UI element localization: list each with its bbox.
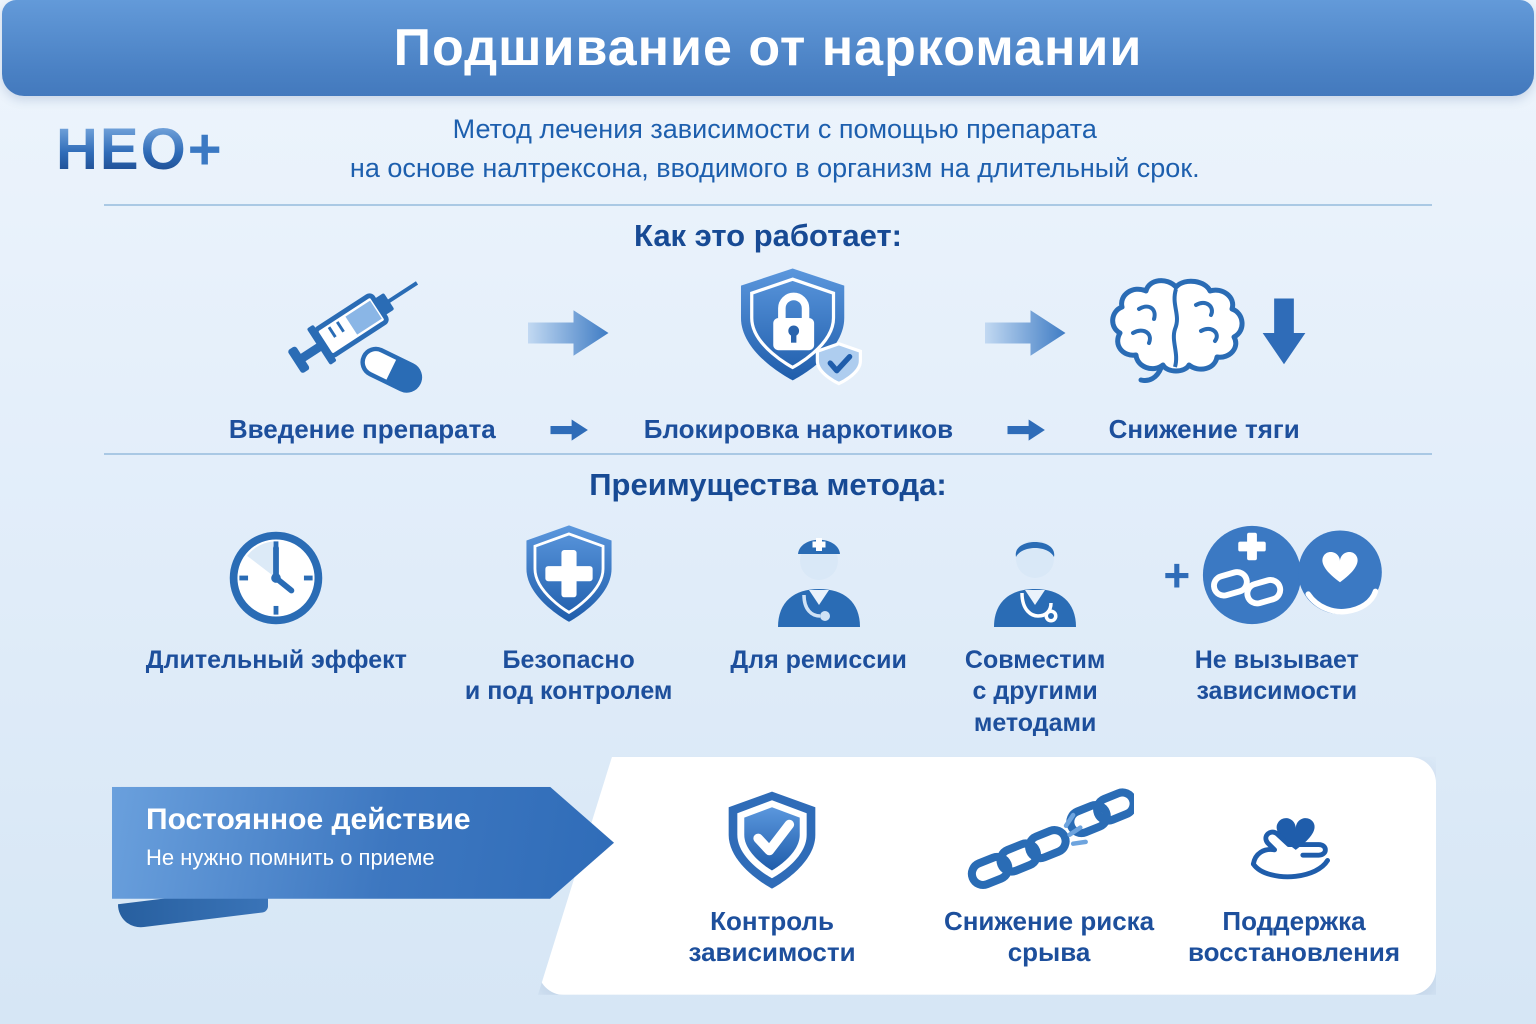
logo-plus-icon: +	[187, 116, 224, 182]
panel-label: Поддержка восстановления	[1187, 905, 1400, 967]
flow-arrow-icon	[526, 305, 614, 361]
header-bar: Подшивание от наркомании	[2, 0, 1534, 96]
logo-text: НЕО	[56, 116, 188, 182]
flow-arrow-icon	[983, 305, 1071, 361]
doctor-stethoscope-icon	[980, 519, 1090, 631]
panel-item: Снижение риска срыва	[910, 784, 1188, 968]
advantage-label: Длительный эффект	[145, 646, 407, 674]
advantage-item: Длительный эффект	[146, 519, 407, 676]
panel-item: Поддержка восстановления	[1188, 784, 1400, 968]
ribbon-title: Постоянное действие	[146, 802, 471, 836]
clock-icon	[223, 519, 329, 631]
heart-hand-circle-icon	[1290, 525, 1390, 625]
advantage-item: + Не вызывает зависимости	[1163, 519, 1390, 708]
down-arrow-icon	[1261, 298, 1307, 368]
syringe-pill-icon	[229, 262, 496, 404]
method-description: Метод лечения зависимости с помощью преп…	[224, 110, 1326, 188]
panel-item: Контроль зависимости	[634, 784, 910, 968]
divider-top	[104, 204, 1432, 206]
bottom-section: Постоянное действие Не нужно помнить о п…	[0, 753, 1536, 1011]
chain-heart-hand-icon: +	[1163, 519, 1390, 631]
brain-decrease-icon	[1101, 262, 1307, 404]
step-label: Снижение тяги	[1108, 414, 1300, 444]
broken-chain-icon	[964, 784, 1134, 894]
hand-heart-icon	[1241, 784, 1347, 894]
panel-label: Снижение риска срыва	[943, 905, 1155, 967]
advantage-label: Для ремиссии	[730, 646, 907, 674]
permanent-action-ribbon: Постоянное действие Не нужно помнить о п…	[112, 786, 614, 899]
intro-section: НЕО+ Метод лечения зависимости с помощью…	[0, 96, 1536, 196]
advantage-label: Не вызывает зависимости	[1194, 646, 1359, 706]
shield-lock-icon	[644, 262, 953, 404]
plus-icon: +	[1163, 549, 1191, 601]
divider-middle	[104, 453, 1432, 455]
ribbon-subtitle: Не нужно помнить о приеме	[146, 844, 435, 870]
subtitle-line-1: Метод лечения зависимости с помощью преп…	[452, 113, 1097, 144]
shield-cross-icon	[517, 519, 621, 631]
advantages-heading: Преимущества метода:	[589, 467, 947, 502]
page-title: Подшивание от наркомании	[393, 19, 1143, 77]
benefits-panel: Контроль зависимости Снижение риска срыв…	[538, 756, 1436, 995]
clinic-logo: НЕО+	[56, 116, 224, 183]
advantage-item: Безопасно и под контролем	[464, 519, 673, 708]
advantage-label: Совместим с другими методами	[964, 646, 1106, 737]
small-arrow-icon	[1006, 417, 1048, 443]
shield-check-icon	[720, 784, 824, 894]
small-arrow-icon	[549, 417, 591, 443]
advantage-item: Совместим с другими методами	[965, 519, 1105, 739]
how-it-works-heading: Как это работает:	[634, 218, 902, 253]
doctor-cap-icon	[764, 519, 874, 631]
advantage-label: Безопасно и под контролем	[464, 646, 673, 706]
advantage-item: Для ремиссии	[730, 519, 907, 676]
step-label: Блокировка наркотиков	[643, 414, 954, 444]
advantages-row: Длительный эффект Безопасно и под контро…	[0, 519, 1536, 739]
step-label: Введение препарата	[228, 414, 496, 444]
subtitle-line-2: на основе налтрексона, вводимого в орган…	[349, 153, 1200, 183]
how-it-works-steps: Введение препарата Блокировка наркотиков…	[0, 262, 1536, 445]
panel-label: Контроль зависимости	[688, 905, 856, 967]
